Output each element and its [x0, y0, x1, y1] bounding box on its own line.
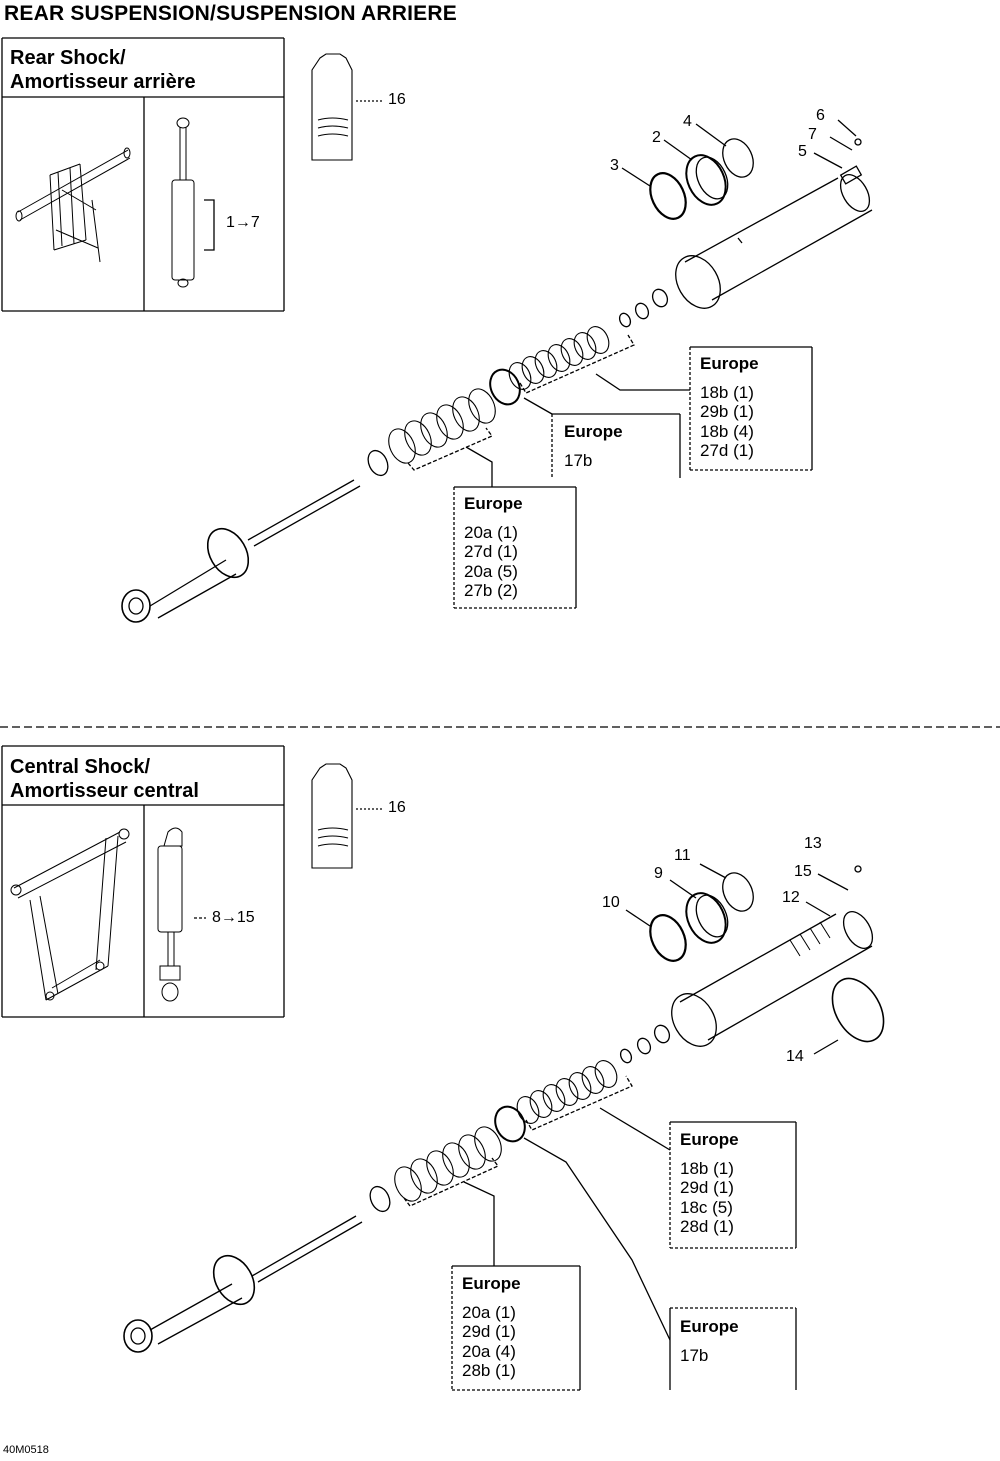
central-box-low-line: 29d (1) — [462, 1322, 516, 1341]
central-callout-11: 11 — [674, 847, 691, 864]
central-box-low-heading: Europe — [462, 1274, 521, 1293]
rear-box-top-heading: Europe — [700, 354, 759, 373]
central-shock-title: Central Shock/ Amortisseur central — [10, 755, 199, 803]
central-frame-sketch — [10, 828, 130, 1001]
central-box-right-frame — [669, 1307, 797, 1390]
rear-box-low-line: 27b (2) — [464, 581, 518, 600]
central-box-low-line: 20a (4) — [462, 1341, 516, 1361]
central-box-top-frame — [669, 1121, 797, 1249]
central-range-label: 8→15 — [212, 909, 255, 926]
central-shock-title-line1: Central Shock/ — [10, 756, 151, 778]
central-upper-spring-stack — [516, 1060, 618, 1124]
central-box-top-line: 28d (1) — [680, 1217, 734, 1236]
rear-europe-box-low: Europe 20a (1) 27d (1) 20a (5) 27b (2) — [464, 494, 523, 601]
rear-box-low-line: 20a (5) — [464, 561, 518, 581]
central-callout-14: 14 — [786, 1048, 804, 1065]
central-box-top-heading: Europe — [680, 1130, 739, 1149]
rear-callout-7: 7 — [808, 126, 817, 143]
central-europe-box-top: Europe 18b (1) 29d (1) 18c (5) 28d (1) — [680, 1130, 739, 1237]
central-box-top-line: 29d (1) — [680, 1178, 734, 1197]
rear-europe-box-mid: Europe 17b — [564, 422, 623, 470]
central-callout-16: 16 — [388, 799, 406, 816]
rear-lower-spring-stack — [388, 388, 496, 464]
rear-shock-sketch — [171, 117, 195, 288]
rear-box-top-line: 18b (1) — [700, 382, 754, 402]
central-callout-10: 10 — [602, 894, 620, 911]
rear-box-top-frame — [689, 346, 813, 471]
central-shock-title-line2: Amortisseur central — [10, 780, 199, 802]
rear-box-top-line: 27d (1) — [700, 441, 754, 460]
rear-shock-title-line1: Rear Shock/ — [10, 47, 126, 69]
rear-frame-sketch — [15, 147, 131, 263]
rear-box-low-line: 27d (1) — [464, 542, 518, 561]
rear-box-low-line: 20a (1) — [464, 522, 518, 542]
central-europe-box-low: Europe 20a (1) 29d (1) 20a (4) 28b (1) — [462, 1274, 521, 1381]
central-callout-15: 15 — [794, 863, 812, 880]
rear-callout-16: 16 — [388, 91, 406, 108]
central-lower-spring-stack — [394, 1126, 502, 1202]
rear-box-mid-line: 17b — [564, 450, 593, 470]
rear-shock-title: Rear Shock/ Amortisseur arrière — [10, 46, 196, 94]
central-box-right-line: 17b — [680, 1345, 709, 1365]
rear-callout-2: 2 — [652, 129, 661, 146]
rear-callout-3: 3 — [610, 157, 619, 174]
rear-range-label: 1→7 — [226, 214, 260, 231]
rear-callout-5: 5 — [798, 143, 807, 160]
central-box-top-line: 18c (5) — [680, 1197, 733, 1217]
rear-box-low-frame — [453, 486, 577, 609]
rear-reservoir-body — [675, 165, 873, 309]
central-callout-9: 9 — [654, 865, 663, 882]
central-box-low-frame — [451, 1265, 581, 1391]
rear-callout-4: 4 — [683, 113, 692, 130]
figure-code: 40M0518 — [3, 1444, 49, 1456]
rear-europe-box-top: Europe 18b (1) 29b (1) 18b (4) 27d (1) — [700, 354, 759, 461]
central-box-low-line: 28b (1) — [462, 1361, 516, 1380]
page-title: REAR SUSPENSION/SUSPENSION ARRIERE — [4, 2, 457, 25]
central-box-top-line: 18b (1) — [680, 1158, 734, 1178]
rear-box-mid-frame — [551, 413, 681, 478]
rear-box-low-heading: Europe — [464, 494, 523, 513]
central-oil-can — [311, 763, 353, 869]
central-callout-12: 12 — [782, 889, 800, 906]
rear-box-top-line: 18b (4) — [700, 421, 754, 441]
rear-box-mid-heading: Europe — [564, 422, 623, 441]
rear-shock-title-line2: Amortisseur arrière — [10, 71, 196, 93]
central-box-right-heading: Europe — [680, 1317, 739, 1336]
central-shock-sketch — [157, 827, 183, 1002]
central-reservoir-body — [671, 911, 874, 1047]
rear-callout-6: 6 — [816, 107, 825, 124]
rear-box-top-line: 29b (1) — [700, 402, 754, 421]
rear-oil-can — [311, 53, 353, 161]
rear-upper-spring-stack — [508, 326, 610, 390]
central-europe-box-right: Europe 17b — [680, 1317, 739, 1365]
central-callout-13: 13 — [804, 835, 822, 852]
central-box-low-line: 20a (1) — [462, 1302, 516, 1322]
